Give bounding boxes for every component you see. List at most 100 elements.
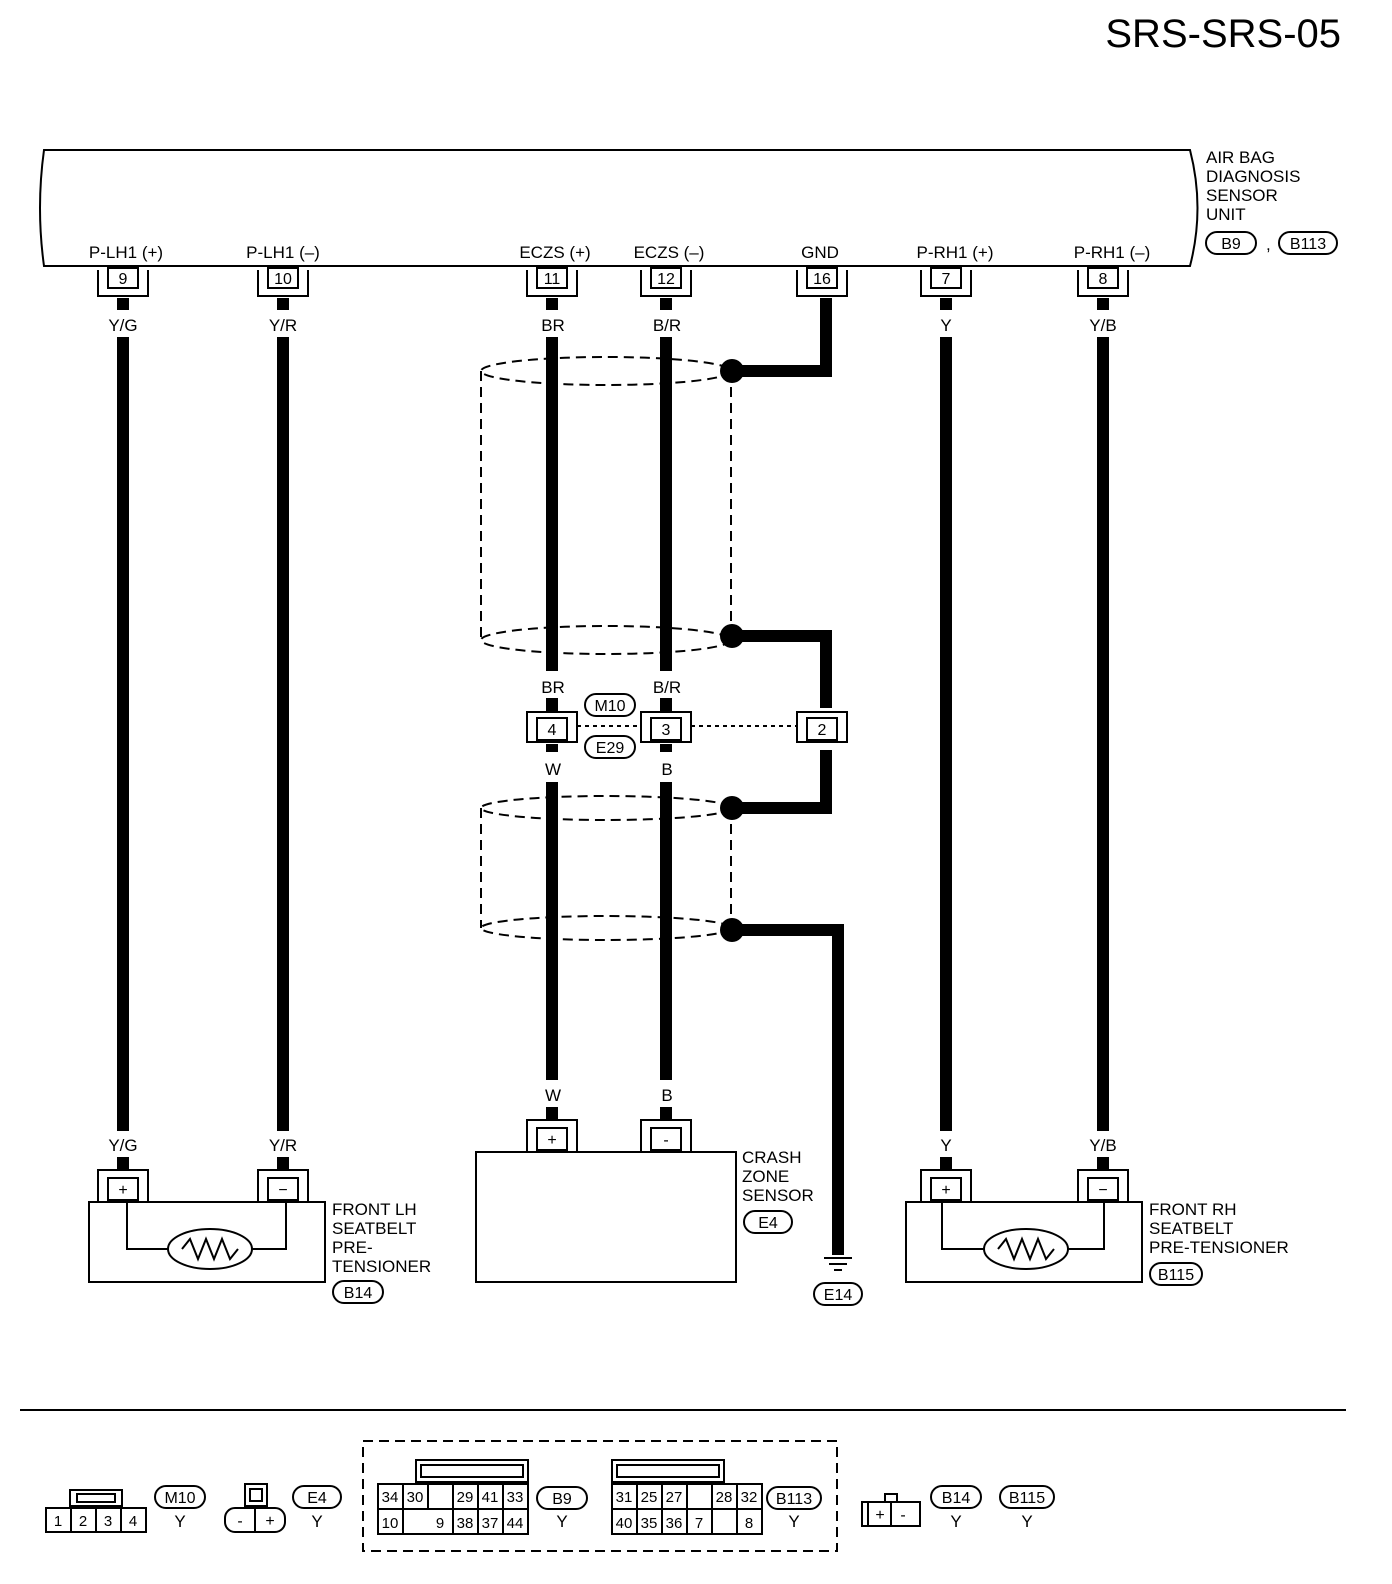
ground-e14: E14: [813, 1257, 863, 1306]
connector-separator: ,: [1266, 235, 1271, 254]
cavity-number: 34: [382, 1489, 399, 1506]
connector-color: Y: [174, 1512, 185, 1531]
terminal-signal: P-LH1 (–): [246, 243, 320, 262]
connector-tag-label: E29: [596, 740, 625, 757]
connector-tag-label: E4: [758, 1215, 778, 1232]
connector-tag-e29: [584, 735, 636, 759]
unit-name-line: UNIT: [1206, 205, 1246, 224]
wire-color: Y/B: [1089, 1136, 1116, 1155]
cavity-number: 2: [79, 1513, 87, 1530]
page-title: SRS-SRS-05: [1105, 12, 1341, 56]
component-label-line: PRE-TENSIONER: [1149, 1238, 1289, 1257]
cavity-polarity: +: [875, 1507, 884, 1524]
shield-upper: [480, 356, 744, 655]
terminal-signal-labels: P-LH1 (+) P-LH1 (–) ECZS (+) ECZS (–) GN…: [89, 243, 1150, 262]
terminal-signal: GND: [801, 243, 839, 262]
cavity-number: 31: [616, 1489, 633, 1506]
pin-polarity: -: [663, 1132, 668, 1149]
wire-color: BR: [541, 316, 565, 335]
terminal-pin-9: 9: [97, 267, 149, 297]
wire-color: W: [545, 760, 561, 779]
wire-color: BR: [541, 678, 565, 697]
cavity-number: 32: [741, 1489, 758, 1506]
cavity-number: 29: [457, 1489, 474, 1506]
component-label-line: PRE-: [332, 1238, 373, 1257]
component-label-line: ZONE: [742, 1167, 789, 1186]
pin-number: 10: [274, 271, 292, 288]
pin-polarity: +: [118, 1182, 127, 1199]
wire-color: W: [545, 1086, 561, 1105]
wire-color: Y/G: [108, 1136, 137, 1155]
cavity-number: 35: [641, 1515, 658, 1532]
cavity-number: 36: [666, 1515, 683, 1532]
connector-view-m10: 1 2 3 4 M10 Y: [45, 1485, 206, 1533]
unit-connector-group: [362, 1440, 838, 1552]
connector-tag-label: B9: [552, 1491, 572, 1508]
connector-tag-m10: [584, 693, 636, 717]
cavity-number: 41: [482, 1489, 499, 1506]
cavity-number: 10: [382, 1515, 399, 1532]
pin-number: 12: [657, 271, 675, 288]
shield-drain-dot: [720, 359, 744, 383]
air-bag-unit-outline: [39, 149, 1199, 267]
connector-tag-label: E4: [307, 1490, 327, 1507]
front-rh-pretensioner: + − FRONT RH SEATBELT PRE-TENSIONER B115: [905, 1169, 1289, 1286]
connector-tag-b9: [1205, 231, 1257, 255]
connector-tag-label: B113: [776, 1491, 812, 1508]
cavity-number: 25: [641, 1489, 658, 1506]
wire-color: B/R: [653, 678, 681, 697]
connector-view-b113: 31 25 27 28 32 40 35 36 7 8 B113 Y: [611, 1459, 822, 1535]
connector-color: Y: [556, 1512, 567, 1531]
wire-shield-to-pin2: [732, 630, 832, 708]
terminal-pins: 9 10 11 12 16 7 8: [97, 267, 1129, 297]
unit-name-line: AIR BAG: [1206, 148, 1275, 167]
connector-color: Y: [950, 1512, 961, 1531]
wire-color: B: [661, 760, 672, 779]
unit-name-line: DIAGNOSIS: [1206, 167, 1300, 186]
front-lh-pretensioner: + − FRONT LH SEATBELT PRE- TENSIONER B14: [88, 1169, 431, 1304]
pin-number: 16: [813, 271, 831, 288]
terminal-signal: ECZS (+): [519, 243, 590, 262]
cavity-polarity: -: [900, 1507, 905, 1524]
cavity-number: 38: [457, 1515, 474, 1532]
connector-tag-label: B115: [1009, 1490, 1045, 1507]
connector-color: Y: [311, 1512, 322, 1531]
cavity-polarity: -: [237, 1513, 242, 1530]
terminal-signal: P-LH1 (+): [89, 243, 163, 262]
terminal-pin-7: 7: [920, 267, 972, 297]
cavity-number: 27: [666, 1489, 683, 1506]
wire-color: B: [661, 1086, 672, 1105]
component-label-line: SEATBELT: [332, 1219, 416, 1238]
connector-tag-b113: [1278, 231, 1338, 255]
connector-tag-e4: [743, 1210, 793, 1234]
wire-color: Y: [940, 1136, 951, 1155]
wires: [117, 298, 1109, 1255]
pin-number: 8: [1099, 271, 1108, 288]
terminal-pin-16: 16: [796, 267, 848, 297]
pin-number: 7: [942, 271, 951, 288]
shield-drain-dot: [720, 624, 744, 648]
shield-lower: [480, 795, 744, 942]
wire-gnd-to-shield: [732, 298, 832, 377]
connector-color: Y: [788, 1512, 799, 1531]
terminal-pin-8: 8: [1077, 267, 1129, 297]
connector-tag-label: M10: [164, 1490, 195, 1507]
component-label-line: FRONT LH: [332, 1200, 417, 1219]
terminal-pin-12: 12: [640, 267, 692, 297]
wire-color: B/R: [653, 316, 681, 335]
pin-number: 4: [548, 722, 557, 739]
connector-tag-e14: [813, 1282, 863, 1306]
resistor-squib: [983, 1228, 1069, 1270]
cavity-number: 28: [716, 1489, 733, 1506]
terminal-signal: ECZS (–): [634, 243, 705, 262]
wire-color-labels-lower: Y/G Y/R W B Y Y/B: [108, 1086, 1117, 1170]
pin-number: 9: [119, 271, 128, 288]
cavity-number: 37: [482, 1515, 499, 1532]
connector-tag-label: E14: [824, 1287, 853, 1304]
pin-polarity: +: [941, 1182, 950, 1199]
terminal-pin-10: 10: [257, 267, 309, 297]
cavity-number: 8: [745, 1515, 753, 1532]
terminal-signal: P-RH1 (–): [1074, 243, 1151, 262]
cavity-number: 30: [407, 1489, 424, 1506]
